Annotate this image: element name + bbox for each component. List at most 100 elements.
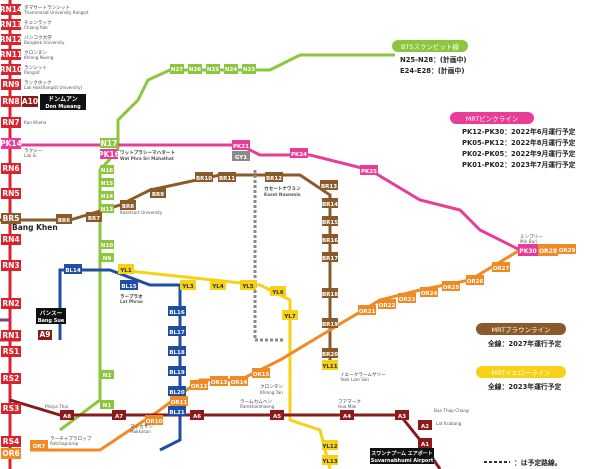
station-br20[interactable] <box>322 348 338 358</box>
station-a4[interactable] <box>340 410 354 420</box>
station-br18[interactable] <box>322 288 338 298</box>
station-n-vert[interactable] <box>100 204 114 213</box>
station-rn1[interactable] <box>1 330 21 341</box>
station-a5[interactable] <box>270 410 284 420</box>
station-a2[interactable] <box>418 420 432 430</box>
station-a7[interactable] <box>112 410 126 420</box>
station-pk16[interactable] <box>100 149 118 159</box>
station-a1[interactable] <box>418 438 432 448</box>
station-rs4[interactable] <box>1 436 21 447</box>
station-or27[interactable] <box>492 262 510 272</box>
station-n-top[interactable] <box>224 64 238 74</box>
station-yl12[interactable] <box>322 440 338 450</box>
station-bl20[interactable] <box>168 386 186 396</box>
station-a9[interactable] <box>38 330 52 340</box>
station-rn10[interactable] <box>1 64 21 75</box>
station-a10[interactable] <box>22 96 38 107</box>
station-gy1[interactable] <box>232 151 250 161</box>
station-or11[interactable] <box>170 396 188 406</box>
station-br6[interactable] <box>56 214 72 224</box>
station-rn4[interactable] <box>1 234 21 245</box>
station-br5[interactable] <box>1 213 21 224</box>
station-yl13[interactable] <box>322 455 338 465</box>
station-yl1[interactable] <box>118 264 134 274</box>
station-pk30[interactable] <box>518 244 538 256</box>
station-rn3[interactable] <box>1 260 21 271</box>
station-br17[interactable] <box>322 252 338 262</box>
station-or26[interactable] <box>466 275 484 285</box>
station-rs1[interactable] <box>1 346 21 357</box>
station-bl14[interactable] <box>64 264 82 274</box>
station-n-top[interactable] <box>188 64 202 74</box>
station-or13[interactable] <box>210 376 228 386</box>
station-pk24[interactable] <box>290 148 308 158</box>
station-pk14[interactable] <box>1 138 21 149</box>
station-rs3[interactable] <box>1 403 21 414</box>
station-br7[interactable] <box>86 212 102 222</box>
station-br14[interactable] <box>322 198 338 208</box>
station-bl15[interactable] <box>120 280 138 290</box>
station-a8[interactable] <box>60 410 74 420</box>
station-br16[interactable] <box>322 234 338 244</box>
station-n-vert[interactable] <box>100 165 114 174</box>
station-or6[interactable] <box>1 448 21 459</box>
station-or29[interactable] <box>558 244 576 254</box>
station-rs2[interactable] <box>1 373 21 384</box>
station-a3[interactable] <box>395 410 409 420</box>
station-or25[interactable] <box>442 281 460 291</box>
station-br19[interactable] <box>322 318 338 328</box>
station-rn12[interactable] <box>1 34 21 45</box>
station-br11[interactable] <box>218 172 236 182</box>
station-n-vert[interactable] <box>100 240 114 249</box>
station-or24[interactable] <box>420 287 438 297</box>
station-bl17[interactable] <box>168 326 186 336</box>
station-a6[interactable] <box>190 410 204 420</box>
station-or14[interactable] <box>230 376 248 386</box>
station-n-vert[interactable] <box>100 253 114 262</box>
station-yl11[interactable] <box>322 360 338 370</box>
station-pk25[interactable] <box>360 165 378 175</box>
station-n-top[interactable] <box>206 64 220 74</box>
station-rn13[interactable] <box>1 19 21 30</box>
station-code: RN1 <box>2 331 19 340</box>
station-yl6[interactable] <box>270 286 286 296</box>
station-br13[interactable] <box>320 180 338 190</box>
station-or23[interactable] <box>398 293 416 303</box>
station-bl19[interactable] <box>168 366 186 376</box>
station-rn14[interactable] <box>1 4 21 15</box>
station-rn5[interactable] <box>1 188 21 199</box>
station-bl16[interactable] <box>168 306 186 316</box>
station-br12[interactable] <box>265 172 283 182</box>
station-rn8[interactable] <box>1 96 21 107</box>
station-n-top[interactable] <box>170 64 184 74</box>
station-or22[interactable] <box>378 299 396 309</box>
station-br10[interactable] <box>195 172 213 182</box>
station-or10[interactable] <box>145 415 163 425</box>
station-n-top[interactable] <box>242 64 256 74</box>
station-yl7[interactable] <box>282 310 298 320</box>
station-pk21[interactable] <box>232 140 250 150</box>
station-bl21[interactable] <box>168 406 186 416</box>
station-n-vert[interactable] <box>100 400 114 409</box>
station-or21[interactable] <box>358 305 376 315</box>
station-or7[interactable] <box>30 440 48 450</box>
station-n-vert[interactable] <box>100 191 114 200</box>
station-yl4[interactable] <box>210 280 226 290</box>
station-br9[interactable] <box>150 188 166 198</box>
station-or28[interactable] <box>538 244 558 256</box>
station-br15[interactable] <box>322 216 338 226</box>
station-bl18[interactable] <box>168 346 186 356</box>
station-yl3[interactable] <box>180 280 196 290</box>
station-br8[interactable] <box>120 200 136 210</box>
station-n17[interactable] <box>100 138 118 148</box>
station-yl5[interactable] <box>240 280 256 290</box>
station-or15[interactable] <box>252 368 270 378</box>
station-n-vert[interactable] <box>100 370 114 379</box>
station-or12[interactable] <box>190 380 208 390</box>
station-n-vert[interactable] <box>100 178 114 187</box>
station-rn9[interactable] <box>1 79 21 90</box>
station-rn11[interactable] <box>1 49 21 60</box>
station-rn6[interactable] <box>1 163 21 174</box>
station-rn2[interactable] <box>1 298 21 309</box>
station-rn7[interactable] <box>1 117 21 128</box>
